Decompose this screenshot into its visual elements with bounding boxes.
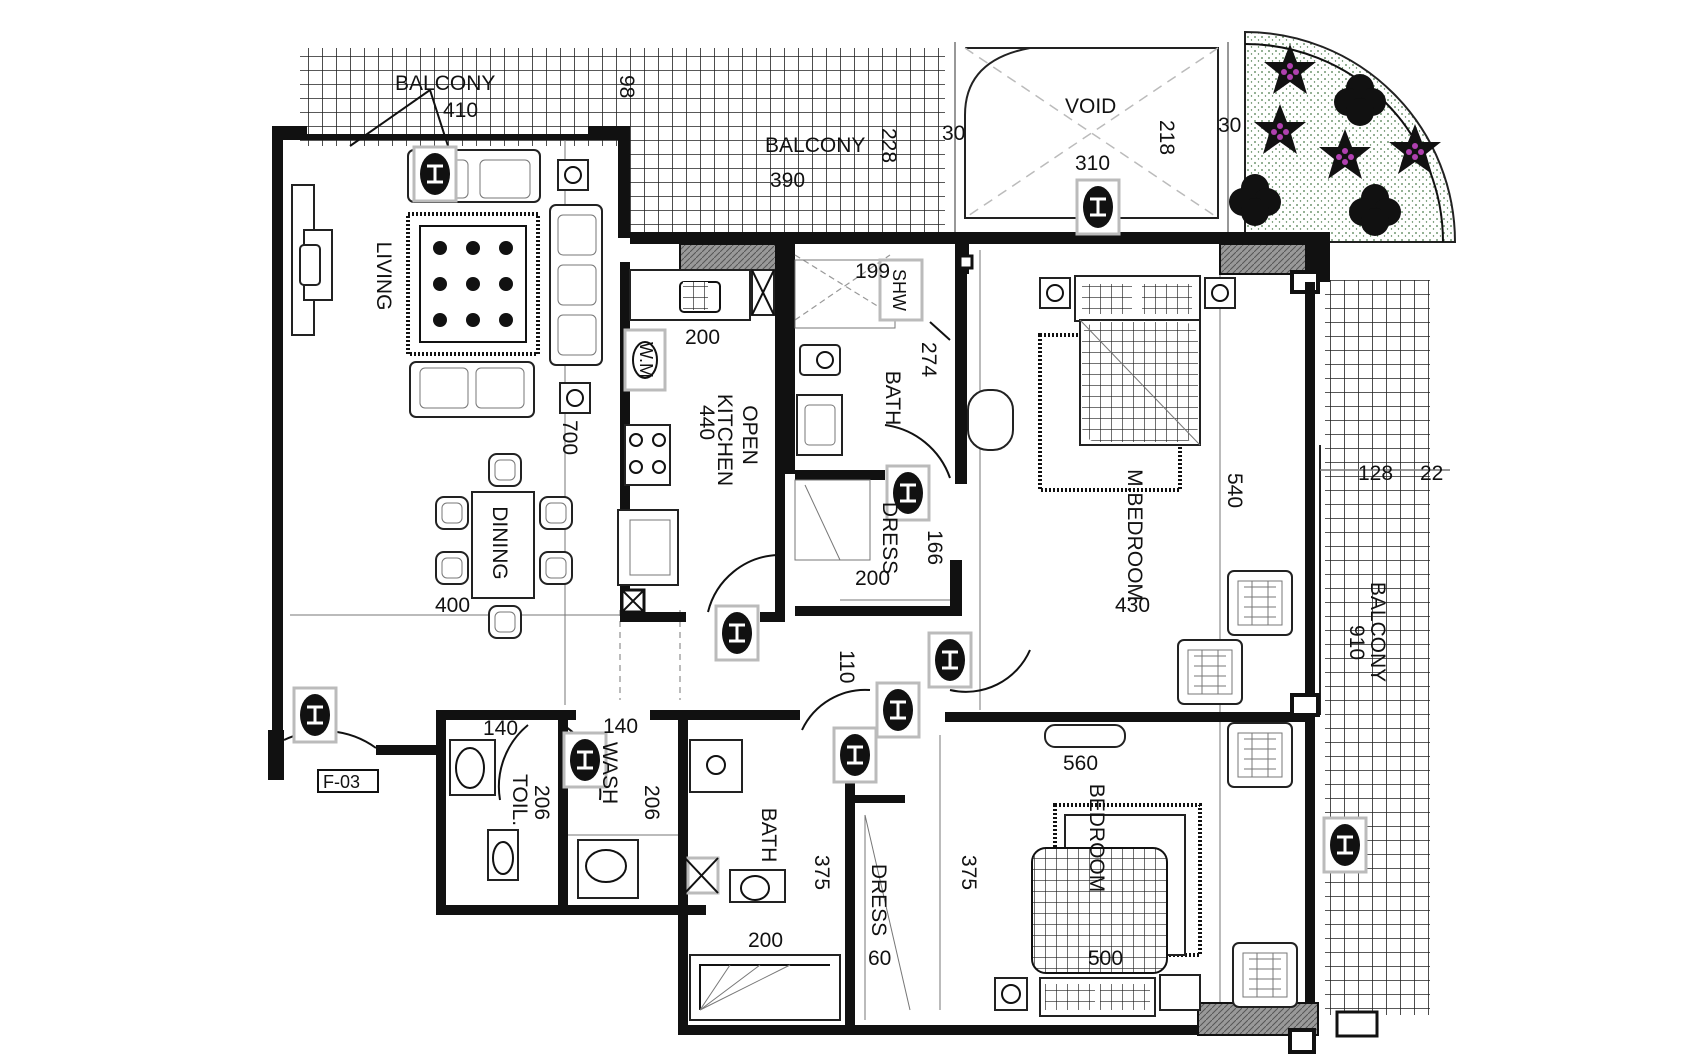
dim-bath-bottom-depth: 375 [810,855,833,890]
dim-shower-width: 199 [855,260,890,283]
dim-balcony-right-edge: 22 [1420,462,1443,485]
dim-master-bedroom-width: 430 [1115,594,1150,617]
dress-bottom-label: DRESS [867,864,890,936]
master-bedroom-label: M.BEDROOM [1123,469,1146,601]
dim-void-width: 310 [1075,152,1110,175]
balcony-top-left-label: BALCONY [395,72,495,95]
dimension-labels: 410 98 390 228 30 310 218 30 199 200 274… [435,75,1443,970]
balcony-right [1319,280,1450,1015]
garden-planter [1229,30,1457,243]
plan-tag: F-03 [323,772,360,792]
void-label: VOID [1065,95,1116,118]
dim-kitchen-counter: 200 [685,326,720,349]
dim-toilet-depth: 206 [530,785,553,820]
dress-top-label: DRESS [878,502,901,574]
bath-bottom-fixtures [684,688,911,1021]
toilet-wash-fixtures [449,724,678,899]
wash-label: WASH [598,742,621,804]
dim-corridor-width: 110 [835,650,858,683]
dim-wash-width: 140 [603,715,638,738]
shower-label: SHW [889,269,909,311]
toilet-label: TOIL. [508,774,531,826]
bath-bottom-label: BATH [757,808,780,862]
dim-bath-top-depth: 274 [917,342,940,377]
master-bedroom-furniture [967,275,1293,788]
dim-living-depth: 700 [558,420,581,455]
balcony-right-label: BALCONY [1366,582,1389,682]
dim-kitchen-depth: 440 [695,405,718,440]
dim-wash-depth: 206 [640,785,663,820]
living-furniture [291,149,603,639]
dim-bath-bottom-width: 200 [748,929,783,952]
dim-bedroom-width: 560 [1063,752,1098,775]
dim-dress-top-depth: 166 [923,530,946,565]
dim-bedroom-bottom: 500 [1088,947,1123,970]
balcony-door-swing [349,88,449,147]
void-area [954,42,1229,235]
dim-void-left-offset: 30 [942,122,965,145]
dim-void-right-offset: 30 [1218,114,1241,137]
balcony-top-left [300,48,620,146]
balcony-top [620,48,945,233]
bedroom-furniture [994,803,1298,1017]
dim-balcony-right-length: 910 [1345,625,1368,660]
balcony-top-label: BALCONY [765,134,865,157]
living-label: LIVING [372,242,395,311]
dim-balcony-tl-width: 410 [443,99,478,122]
dim-balcony-tl-depth: 98 [615,75,638,98]
dim-balcony-right-width: 128 [1358,462,1393,485]
washing-machine-label: W.M [636,342,656,378]
bedroom-label: BEDROOM [1085,784,1108,893]
bath-top-label: BATH [881,371,904,425]
dim-void-depth: 218 [1155,120,1178,155]
kitchen-fixtures [617,269,779,614]
kitchen-label: KITCHEN [713,394,736,486]
room-labels: BALCONY BALCONY VOID LIVING DINING OPEN … [323,72,1389,936]
dim-master-bedroom-depth: 540 [1223,473,1246,508]
dim-toilet-width: 140 [483,717,518,740]
dining-label: DINING [488,506,511,580]
dim-dress-bottom-width: 60 [868,947,891,970]
dim-dress-top-width: 200 [855,567,890,590]
dim-balcony-top-width: 390 [770,169,805,192]
dim-balcony-top-depth: 228 [877,128,900,163]
bath-top-fixtures [794,254,1031,693]
dim-bedroom-depth: 375 [957,855,980,890]
open-label: OPEN [738,405,761,465]
dim-dining-width: 400 [435,594,470,617]
